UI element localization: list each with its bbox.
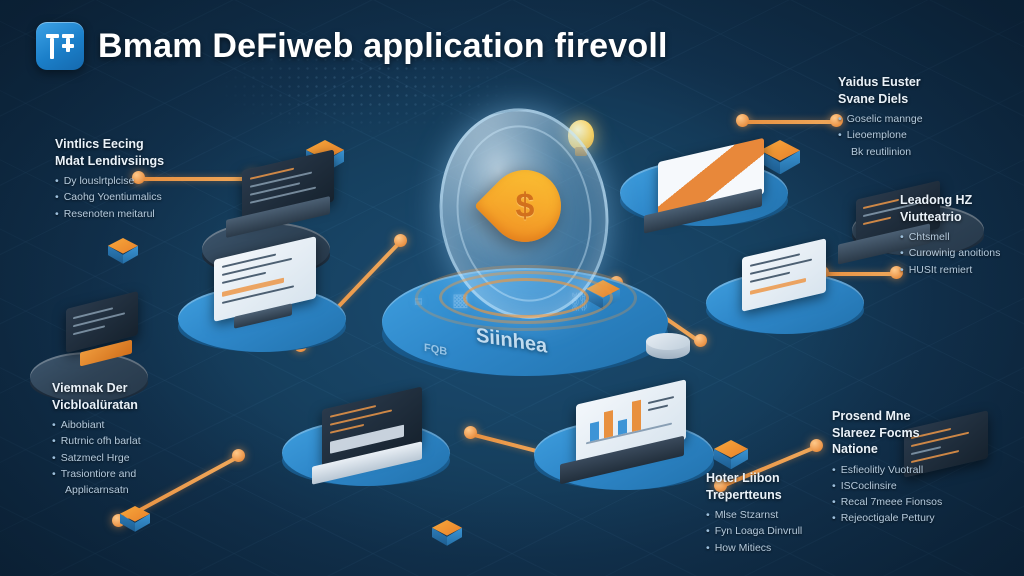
callout-bullet: Applicarnsatn: [65, 484, 129, 497]
cube-bottom-mid: [432, 520, 462, 550]
callout-bullet: ISCoclinsire: [832, 478, 942, 494]
laptop-bottom-left: [310, 386, 432, 485]
callout-heading-line: Slareez Focms: [832, 425, 920, 440]
cube-bottom-left: [120, 506, 150, 536]
dashboard-monitor-center-left: [208, 236, 328, 334]
callout-bullet: Rutrnic ofh barlat: [52, 433, 141, 449]
money-location-pin-icon: $: [474, 155, 576, 257]
callout-bullet: Mlse Stzarnst: [706, 507, 802, 523]
cube-bottom-right: [714, 440, 748, 474]
callout-bullet-list: Esfieolitly VuotrallISCoclinsireRecal 7m…: [832, 462, 943, 527]
callout-bullet: HUSIt remiert: [900, 262, 1000, 278]
callout-bullet: Bk reutilinion: [851, 145, 912, 158]
callout-bottom-center: Hoter LiibonTrepertteunsMlse StzarnstFyn…: [706, 470, 802, 556]
laptop-left-upper: [226, 149, 338, 239]
dollar-symbol: $: [515, 186, 535, 225]
callout-heading-line: Svane Diels: [838, 91, 909, 106]
callout-heading-line: Viutteatrio: [900, 209, 962, 224]
callout-bullet-list: Mlse StzarnstFyn Loaga DinvrullHow Mitie…: [706, 507, 803, 556]
connector-top-right-node-start: [736, 114, 749, 127]
callout-heading-line: Viemnak Der: [52, 381, 128, 395]
connector-bottom-mid-node-start: [464, 426, 477, 439]
callout-bullet: Esfieolitly Vuotrall: [832, 462, 942, 478]
callout-bullet: Goselic mannge: [838, 111, 923, 127]
callout-heading-line: Natione: [832, 442, 878, 456]
connector-bottom-right-node-end: [810, 439, 823, 452]
desktop-monitor-left-lower: [58, 291, 144, 370]
callout-bullet: Rejeoctigale Pettury: [832, 510, 942, 526]
callout-heading-line: Yaidus Euster: [838, 75, 921, 89]
callout-heading-line: Mdat Lendivsiings: [55, 153, 165, 168]
callout-bullet: How Mitiecs: [706, 540, 802, 556]
callout-bullet: Fyn Loaga Dinvrull: [706, 523, 803, 539]
page-header: Bmam DeFiweb application firevoll: [36, 22, 668, 70]
callout-right-middle: Leadong HZ ViutteatrioChtsmellCurowinig a…: [900, 192, 1000, 278]
callout-bullet: Satzmecl Hrge: [52, 450, 141, 466]
callout-bullet: Aibobiant: [52, 417, 141, 433]
callout-heading-line: Hoter Liibon: [706, 471, 780, 485]
callout-bottom-left: Viemnak DerVicbloalüratanAibobiantRutrni…: [52, 380, 141, 498]
cube-left-mid: [108, 238, 138, 268]
callout-bullet: Trasiontiore and: [52, 466, 141, 482]
laptop-bottom-right: [560, 379, 696, 485]
callout-heading-line: Trepertteuns: [706, 487, 782, 502]
tablet-screen: [742, 238, 826, 312]
callout-heading-line: Vicbloalüratan: [52, 397, 138, 412]
callout-bullet: Curowinig anoitions: [900, 245, 1001, 261]
callout-bullet: Dy louslrtplcise: [55, 173, 164, 189]
callout-heading-line: Vintlics Eecing: [55, 137, 144, 151]
callout-bullet: Caohg Yoentiumalics: [55, 189, 164, 205]
page-title: Bmam DeFiweb application firevoll: [98, 26, 668, 65]
callout-bullet: Resenoten meitarul: [55, 206, 164, 222]
callout-bullet-list: Goselic manngeLieoemplone Bk reutilinion: [838, 111, 923, 160]
tablet-right-mid: [736, 238, 832, 318]
callout-bullet: Recal 7meee Fionsos: [832, 494, 943, 510]
callout-bullet-list: AibobiantRutrnic ofh barlatSatzmecl Hrge…: [52, 417, 141, 498]
connector-center-right-node-end: [694, 334, 707, 347]
callout-bullet: Lieoemplone: [838, 127, 923, 143]
connector-bottom-left-node-end: [232, 449, 245, 462]
connector-top-right: [742, 120, 836, 124]
callout-bullet-list: ChtsmellCurowinig anoitionsHUSIt remiert: [900, 229, 1001, 278]
callout-heading-line: Prosend Mne: [832, 409, 911, 423]
callout-heading-line: Leadong HZ: [900, 193, 973, 207]
callout-bullet-list: Dy louslrtplciseCaohg YoentiumalicsResen…: [55, 173, 164, 222]
callout-bullet: Chtsmell: [900, 229, 1000, 245]
callout-heading: Leadong HZ Viutteatrio: [900, 192, 1000, 225]
firewall-badge-icon: [36, 22, 84, 70]
laptop-right-top: [644, 137, 772, 234]
pulse-ring-inner: [463, 278, 589, 318]
